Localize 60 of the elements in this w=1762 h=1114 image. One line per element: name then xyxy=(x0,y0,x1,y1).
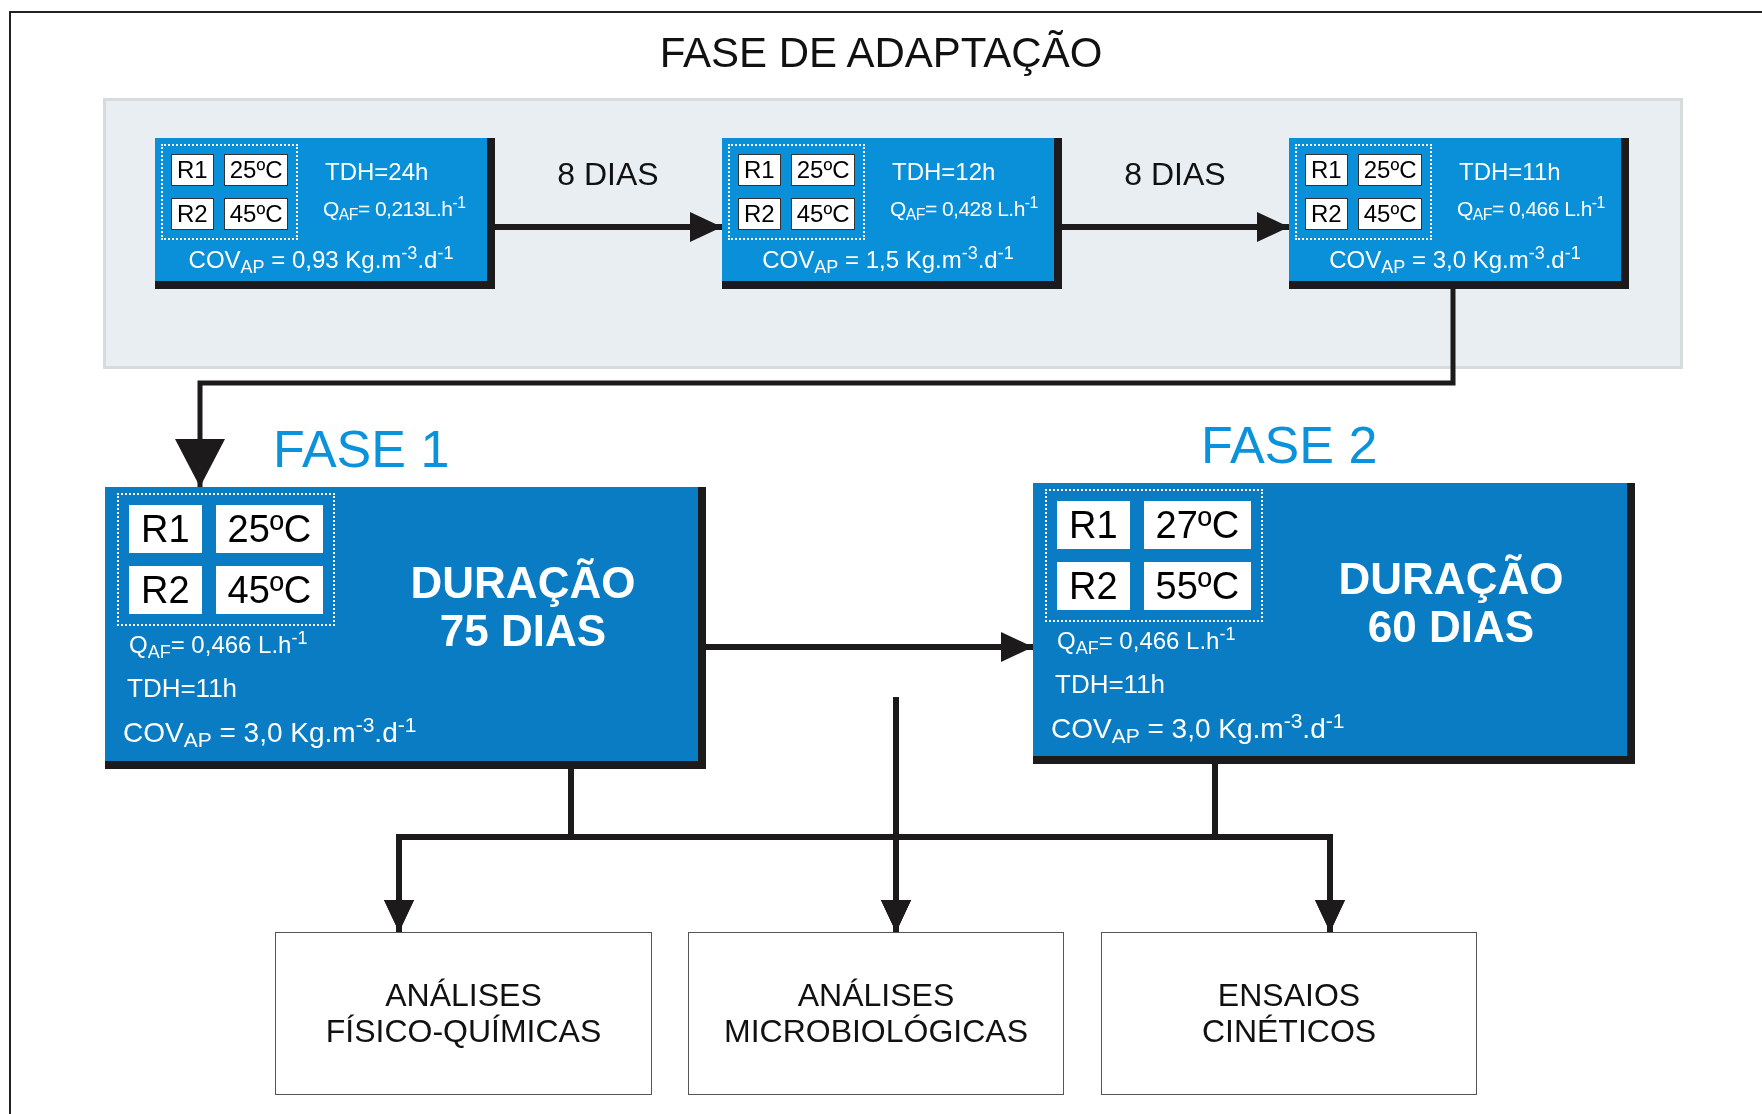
label-cell: R2 xyxy=(1305,198,1348,230)
label-cell: R1 xyxy=(129,505,202,553)
label-cell: R2 xyxy=(171,198,214,230)
stage-text: TDH=12h xyxy=(892,160,996,184)
phase-text: Q$_{AF}$= 0,466 L.h$^{-1}$ xyxy=(1057,629,1236,653)
dashed-group xyxy=(1045,489,1264,622)
stage-text: Q$_{AF}$= 0,428 L.h$^{-1}$ xyxy=(890,198,1038,219)
dashed-group xyxy=(161,144,299,240)
stage-box xyxy=(1289,138,1629,289)
phase-text: COV$_{AP}$ = 3,0 Kg.m$^{-3}$.d$^{-1}$ xyxy=(123,719,417,747)
phase-band xyxy=(103,98,1683,369)
analysis-box xyxy=(688,932,1064,1095)
analysis-box xyxy=(275,932,652,1095)
analysis-text: ENSAIOS CINÉTICOS xyxy=(1200,978,1378,1049)
stage-text: COV$_{AP}$ = 0,93 Kg.m$^{-3}$.d$^{-1}$ xyxy=(187,248,455,272)
duration-text: DURAÇÃO 60 DIAS xyxy=(1337,555,1565,652)
label-cell: R2 xyxy=(129,566,202,614)
analysis-box xyxy=(1101,932,1477,1095)
phase-text: TDH=11h xyxy=(1055,671,1166,697)
label-cell: R1 xyxy=(1057,501,1130,549)
duration-text: DURAÇÃO 75 DIAS xyxy=(409,559,637,656)
dashed-group xyxy=(728,144,866,240)
diagram-title: FASE DE ADAPTAÇÃO xyxy=(658,32,1104,74)
label-cell: 45ºC xyxy=(223,198,289,230)
label-cell: 25ºC xyxy=(215,505,324,553)
stage-box xyxy=(155,138,495,289)
arrow xyxy=(1062,212,1289,242)
label-cell: 55ºC xyxy=(1143,562,1252,610)
stage-text: TDH=11h xyxy=(1459,160,1561,184)
phase-heading: FASE 1 xyxy=(273,423,450,475)
phase-text: COV$_{AP}$ = 3,0 Kg.m$^{-3}$.d$^{-1}$ xyxy=(1051,715,1345,743)
stage-text: COV$_{AP}$ = 1,5 Kg.m$^{-3}$.d$^{-1}$ xyxy=(761,248,1015,272)
phase-heading: FASE 2 xyxy=(1201,419,1378,471)
label-cell: 45ºC xyxy=(215,566,324,614)
arrow xyxy=(706,632,1033,662)
phase-text: Q$_{AF}$= 0,466 L.h$^{-1}$ xyxy=(129,633,308,657)
arrow xyxy=(175,289,1456,487)
label-cell: R1 xyxy=(1305,154,1348,186)
label-cell: R1 xyxy=(171,154,214,186)
label-cell: 25ºC xyxy=(790,154,856,186)
label-cell: 45ºC xyxy=(790,198,856,230)
stage-text: TDH=24h xyxy=(325,160,429,184)
analysis-text: ANÁLISES MICROBIOLÓGICAS xyxy=(722,978,1029,1049)
label-cell: 25ºC xyxy=(223,154,289,186)
label-cell: R2 xyxy=(738,198,781,230)
label-cell: 45ºC xyxy=(1357,198,1423,230)
dashed-group xyxy=(1295,144,1433,240)
label-cell: 27ºC xyxy=(1143,501,1252,549)
phase-text: TDH=11h xyxy=(127,675,238,701)
arrow xyxy=(495,212,722,242)
arrow xyxy=(881,697,911,932)
stage-text: Q$_{AF}$= 0,213L.h$^{-1}$ xyxy=(323,198,466,219)
label-cell: R2 xyxy=(1057,562,1130,610)
stage-text: COV$_{AP}$ = 3,0 Kg.m$^{-3}$.d$^{-1}$ xyxy=(1328,248,1582,272)
label-cell: 25ºC xyxy=(1357,154,1423,186)
dashed-group xyxy=(117,493,336,626)
stage-box xyxy=(722,138,1062,289)
stage-text: Q$_{AF}$= 0,466 L.h$^{-1}$ xyxy=(1457,198,1605,219)
label-cell: R1 xyxy=(738,154,781,186)
analysis-text: ANÁLISES FÍSICO-QUÍMICAS xyxy=(324,978,603,1049)
